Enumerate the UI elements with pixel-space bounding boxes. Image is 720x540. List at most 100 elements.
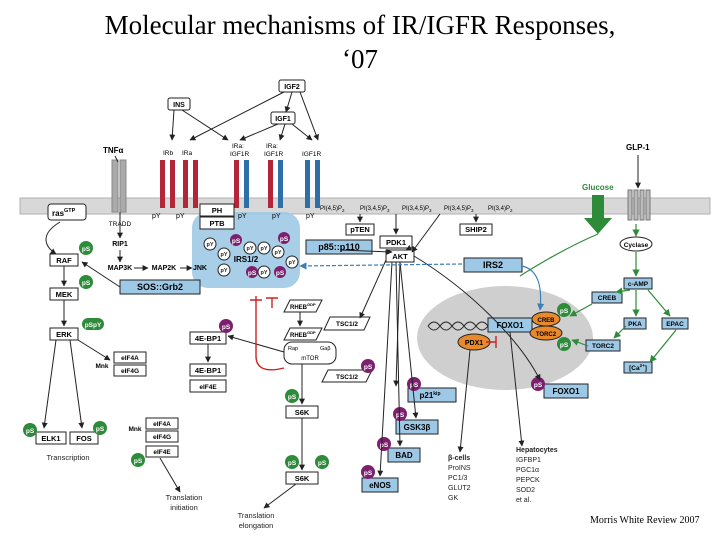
translation-elongation-caption-2: elongation — [239, 521, 274, 530]
creb-box — [591, 291, 623, 304]
epac-label: EPAC — [666, 321, 684, 328]
igf2-label: IGF2 — [284, 84, 300, 91]
creb-label-nuclear: CREB — [537, 318, 555, 324]
ps-irs-1: pS — [232, 238, 241, 245]
foxo1-box-cyto — [543, 383, 589, 399]
ras-gtp: rasGTP — [47, 203, 87, 221]
ps-torc2: pS — [560, 342, 569, 349]
py-irs-7: pY — [260, 270, 267, 276]
gbl-label: Gaβ — [320, 346, 331, 352]
bad-box — [387, 447, 421, 463]
mek-label: MEK — [56, 290, 73, 299]
rheb-label-2: RHEBGDP — [290, 330, 316, 339]
hepatocytes-gene-1: IGFBP1 — [516, 457, 541, 464]
ps-irs-3: pS — [248, 270, 257, 277]
jnk-label: JNK — [193, 265, 207, 272]
translation-elongation-caption-1: Translation — [238, 511, 275, 520]
ps-enos: pS — [364, 470, 373, 477]
ras-label: rasGTP — [52, 208, 76, 218]
ira-igf1r-1-label-a: IRa: — [232, 143, 244, 150]
receptor-tnfr — [111, 155, 127, 213]
eif4a-box-2 — [145, 417, 179, 430]
mnk-label-1: Mnk — [96, 363, 109, 370]
pten-label: pTEN — [350, 225, 370, 234]
beta-cells-header: β-cells — [448, 455, 470, 462]
glp1-label: GLP-1 — [626, 143, 650, 152]
ptb-label: PTB — [210, 219, 226, 228]
hepatocytes-gene-4: SOD2 — [516, 487, 535, 494]
receptor-py-4: pY — [272, 213, 281, 220]
ps-4ebp1: pS — [222, 324, 231, 331]
receptor-ira — [183, 160, 198, 208]
pi345p3-label-c: PI(3,4,5)P3 — [444, 206, 474, 213]
pka-box — [623, 317, 647, 330]
fos-label: FOS — [76, 434, 91, 443]
pi34p2-label: PI(3,4)P2 — [488, 206, 513, 213]
glucose-arrow — [584, 195, 612, 234]
eif4e-box-1 — [189, 379, 227, 393]
pdx1-node: PDX1 — [457, 333, 491, 351]
receptor-py-3: pY — [238, 213, 247, 220]
rip1-label: RIP1 — [112, 241, 128, 248]
rheb-label-1: RHEBGDP — [290, 302, 316, 311]
pdk1-box — [379, 235, 413, 249]
irs12-label: IRS1/2 — [234, 255, 259, 264]
hepatocytes-header: Hepatocytes — [516, 447, 558, 454]
ps-mek: pS — [82, 280, 91, 287]
torc2-label-nuclear: TORC2 — [536, 332, 557, 338]
credit: Morris White Review 2007 — [590, 515, 700, 526]
ph-label: PH — [212, 206, 222, 215]
ps-s6k-1: pS — [288, 394, 297, 401]
pdx1-label: PDX1 — [465, 340, 483, 347]
eif4a-label-2: eIF4A — [153, 421, 171, 428]
receptor-irb — [160, 160, 175, 208]
tnfa-label: TNFα — [103, 146, 124, 155]
igf1r-label: IGF1R — [302, 151, 321, 158]
ps-foxo1: pS — [534, 382, 543, 389]
title-line-2: ‘07 — [342, 44, 378, 74]
eif4g-label-1: eIF4G — [121, 368, 139, 375]
beta-cells-gene-3: GLUT2 — [448, 485, 471, 492]
py-irs-4: pY — [260, 246, 267, 252]
hepatocytes-gene-5: et al. — [516, 497, 531, 504]
ship2-box — [459, 223, 493, 236]
enos-label: eNOS — [369, 481, 391, 490]
ira-igf1r-1-label-b: IGF1R — [230, 151, 249, 158]
receptor-py-2: pY — [176, 213, 185, 220]
ps-tsc12: pS — [364, 364, 373, 371]
ps-s6k-2b: pS — [318, 460, 327, 467]
ira-igf1r-2-label-b: IGF1R — [264, 151, 283, 158]
p85-label: p85::p110 — [318, 242, 360, 252]
ira-igf1r-2-label-a: IRa: — [266, 143, 278, 150]
ira-label: IRa — [182, 150, 193, 157]
transcription-caption: Transcription — [46, 453, 89, 462]
calcium-box — [623, 361, 653, 374]
foxo1-label-cyto: FOXO1 — [552, 387, 580, 396]
py-irs-3: pY — [246, 246, 253, 252]
raf-label: RAF — [56, 256, 72, 265]
ps-irs-4: pS — [276, 270, 285, 277]
tsc12-label-b: TSC1/2 — [336, 374, 358, 381]
receptor-py-1: pY — [152, 213, 161, 220]
cell-membrane-right — [599, 197, 711, 215]
irs2-box — [463, 257, 523, 273]
sos-grb2-label: SOS::Grb2 — [137, 282, 183, 292]
receptor-ira-igf1r-2 — [268, 160, 283, 208]
elk1-box — [35, 431, 67, 445]
ins-label: INS — [173, 102, 185, 109]
psy-erk: pSpY — [85, 322, 102, 329]
py-irs-8: pY — [288, 260, 295, 266]
torc2-label-cyto: TORC2 — [592, 343, 614, 350]
ps-fos: pS — [96, 426, 105, 433]
ligand-igf1: IGF1 — [270, 111, 296, 125]
camp-label: c-AMP — [628, 281, 649, 288]
erk-label: ERK — [56, 330, 72, 339]
hepatocytes-gene-2: PGC1α — [516, 467, 539, 474]
map2k-label: MAP2K — [152, 265, 177, 272]
ptb-domain: PTB — [199, 216, 235, 230]
ps-elk1: pS — [26, 428, 35, 435]
receptor-igf1r — [305, 160, 320, 208]
irb-label: IRb — [163, 150, 174, 157]
erk-box — [49, 327, 79, 341]
